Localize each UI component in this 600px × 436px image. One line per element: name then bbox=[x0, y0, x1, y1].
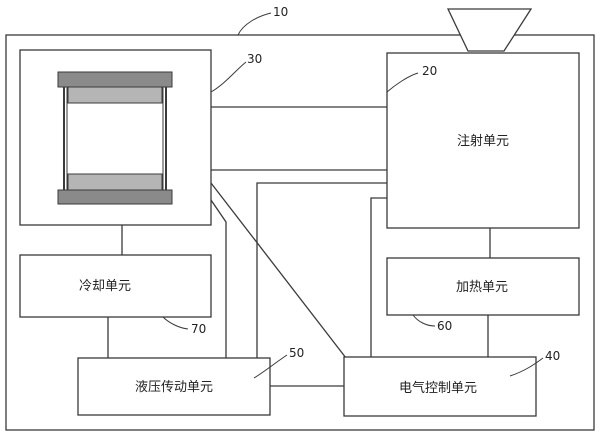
ref-label-70: 70 bbox=[191, 322, 206, 336]
ref-label-40: 40 bbox=[545, 349, 560, 363]
ref-label-10: 10 bbox=[273, 5, 288, 19]
injection-unit-box bbox=[386, 52, 580, 229]
hydraulic-unit-box bbox=[77, 357, 271, 416]
ref-label-60: 60 bbox=[437, 319, 452, 333]
cooling-unit-label: 冷却单元 bbox=[79, 279, 131, 294]
ref-label-20: 20 bbox=[422, 64, 437, 78]
ref-label-30: 30 bbox=[247, 52, 262, 66]
ref-label-50: 50 bbox=[289, 346, 304, 360]
heating-unit-box bbox=[386, 257, 580, 316]
ref-callouts: 10 30 20 70 60 50 40 bbox=[162, 5, 560, 379]
injection-unit-label: 注射单元 bbox=[457, 133, 509, 149]
hopper-icon bbox=[446, 8, 533, 52]
connection-lines bbox=[107, 106, 491, 387]
cooling-unit-box bbox=[19, 254, 212, 318]
control-unit-label: 电气控制单元 bbox=[399, 380, 477, 396]
hydraulic-unit-label: 液压传动单元 bbox=[135, 380, 213, 395]
mold-icon bbox=[57, 71, 173, 205]
heating-unit-label: 加热单元 bbox=[456, 280, 508, 295]
control-unit-box bbox=[343, 356, 537, 417]
